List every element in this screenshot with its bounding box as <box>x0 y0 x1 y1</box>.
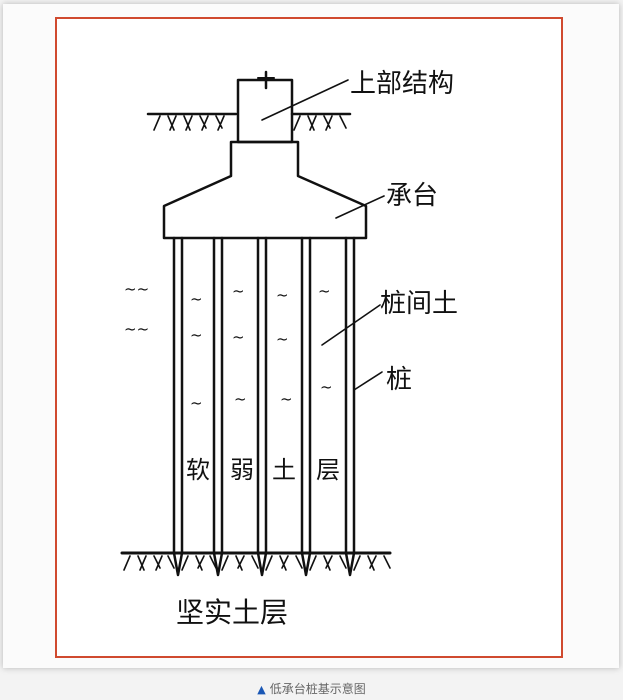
leader-soil-between-piles <box>321 304 381 346</box>
label-pile-cap: 承台 <box>386 181 438 211</box>
label-firm-layer: 坚实土层 <box>176 596 288 629</box>
svg-text:~: ~ <box>234 390 247 408</box>
label-superstructure: 上部结构 <box>350 69 454 99</box>
svg-text:~: ~ <box>320 378 333 396</box>
svg-text:~: ~ <box>190 326 203 344</box>
caption-triangle-icon: ▲ <box>257 683 266 696</box>
svg-text:~: ~ <box>190 290 203 308</box>
svg-text:~: ~ <box>276 330 289 348</box>
leader-pile-cap <box>335 195 385 219</box>
svg-text:~: ~ <box>280 390 293 408</box>
caption-text: 低承台桩基示意图 <box>269 682 366 696</box>
superstructure-column <box>236 78 294 144</box>
label-soft-layer-char-2: 弱 <box>230 456 254 484</box>
svg-text:~: ~ <box>232 328 245 346</box>
upper-ground-hatch <box>153 115 347 131</box>
piles <box>172 236 356 577</box>
svg-text:~: ~ <box>190 394 203 412</box>
firm-layer-hatch <box>123 555 391 571</box>
pile-3 <box>256 236 268 577</box>
pile-5 <box>344 236 356 577</box>
label-pile: 桩 <box>386 365 412 395</box>
label-soil-between-piles: 桩间土 <box>380 289 458 319</box>
label-soft-layer-char-3: 土 <box>272 456 296 484</box>
leader-lines <box>261 79 385 391</box>
leader-pile <box>353 371 383 391</box>
svg-text:~: ~ <box>232 282 245 300</box>
figure-caption: ▲低承台桩基示意图 <box>0 680 623 697</box>
leader-superstructure <box>261 79 349 121</box>
pile-cap-shape <box>162 140 368 240</box>
svg-text:~: ~ <box>318 282 331 300</box>
svg-text:~~: ~~ <box>124 320 149 338</box>
pile-2 <box>212 236 224 577</box>
label-soft-layer-char-1: 软 <box>186 456 210 484</box>
svg-text:~~: ~~ <box>124 280 149 298</box>
pile-1 <box>172 236 184 577</box>
svg-text:~: ~ <box>276 286 289 304</box>
soft-soil-marks: ~~ ~~ ~ ~ ~ ~ ~ ~ ~ ~ ~ ~ ~ <box>124 280 333 412</box>
label-soft-layer-char-4: 层 <box>316 456 340 484</box>
pile-4 <box>300 236 312 577</box>
